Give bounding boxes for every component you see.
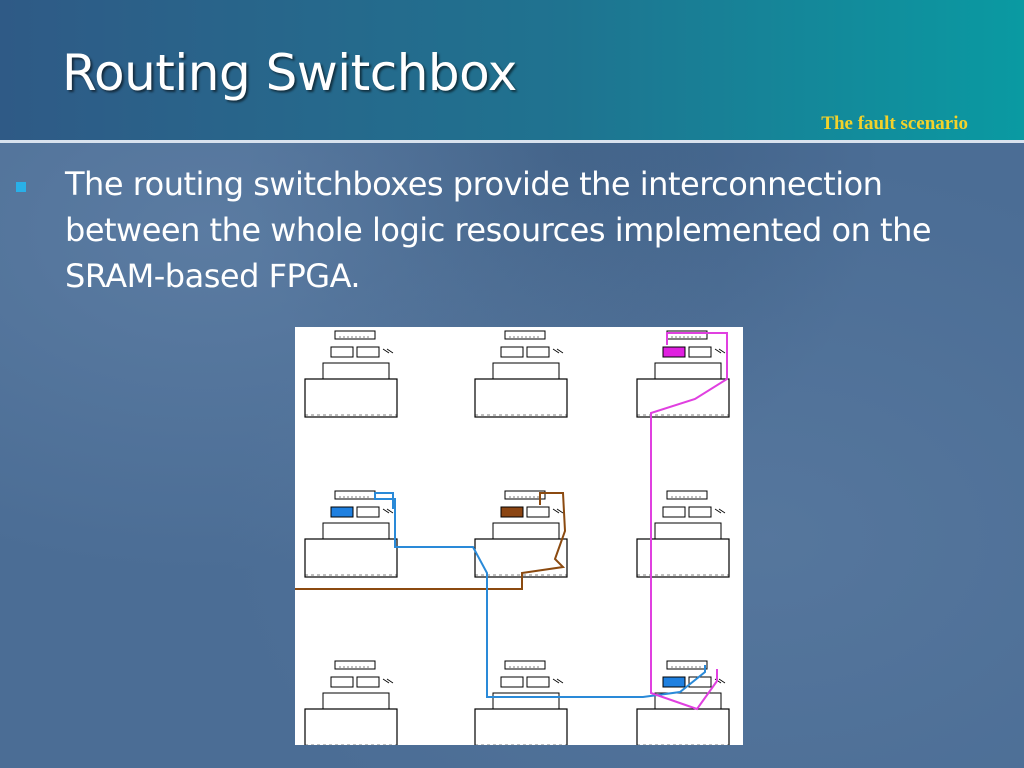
connection-block-0-0-a — [330, 346, 354, 358]
connection-block-2-1-b — [526, 676, 550, 688]
connection-block-1-1-b — [526, 506, 550, 518]
connection-block-2-2-a — [662, 676, 686, 688]
switchbox-diagram-svg — [295, 330, 730, 745]
routing-bar-2-1 — [504, 660, 546, 670]
header-divider — [0, 140, 1024, 143]
routing-bar-1-0 — [334, 490, 376, 500]
magenta-route-path — [650, 332, 728, 711]
routing-bar-2-2 — [666, 660, 708, 670]
logic-block-0-0 — [304, 378, 398, 418]
logic-block-0-1 — [474, 378, 568, 418]
connection-block-2-1-a — [500, 676, 524, 688]
connection-block-0-2-a — [662, 346, 686, 358]
connection-block-0-1-a — [500, 346, 524, 358]
routing-bar-1-2 — [666, 490, 708, 500]
brown-fault-path — [295, 492, 567, 590]
switchbox-grid — [304, 330, 730, 745]
bullet-square-icon — [16, 182, 26, 192]
routing-paths — [295, 332, 728, 711]
routing-bar-0-0 — [334, 330, 376, 340]
switchbox-1-2 — [654, 522, 722, 540]
slide-subtitle: The fault scenario — [821, 113, 968, 134]
slide-title: Routing Switchbox — [62, 44, 517, 102]
blue-route-path — [374, 492, 706, 698]
logic-block-2-0 — [304, 708, 398, 745]
switchbox-0-1 — [492, 362, 560, 380]
connection-block-0-0-b — [356, 346, 380, 358]
connection-block-1-0-b — [356, 506, 380, 518]
header-bar — [0, 0, 1024, 140]
switchbox-0-2 — [654, 362, 722, 380]
connection-block-1-2-a — [662, 506, 686, 518]
logic-block-1-0 — [304, 538, 398, 578]
routing-bar-0-1 — [504, 330, 546, 340]
connection-block-0-1-b — [526, 346, 550, 358]
connection-block-2-0-b — [356, 676, 380, 688]
switchbox-diagram — [295, 327, 743, 745]
connection-block-1-2-b — [688, 506, 712, 518]
logic-block-1-2 — [636, 538, 730, 578]
routing-bar-2-0 — [334, 660, 376, 670]
logic-block-2-1 — [474, 708, 568, 745]
switchbox-1-0 — [322, 522, 390, 540]
switchbox-2-1 — [492, 692, 560, 710]
switchbox-2-0 — [322, 692, 390, 710]
logic-block-2-2 — [636, 708, 730, 745]
switchbox-1-1 — [492, 522, 560, 540]
connection-block-0-2-b — [688, 346, 712, 358]
routing-bar-1-1 — [504, 490, 546, 500]
bullet-text: The routing switchboxes provide the inte… — [65, 165, 932, 295]
logic-block-1-1 — [474, 538, 568, 578]
connection-block-2-0-a — [330, 676, 354, 688]
switchbox-0-0 — [322, 362, 390, 380]
logic-block-0-2 — [636, 378, 730, 418]
connection-block-1-0-a — [330, 506, 354, 518]
connection-block-1-1-a — [500, 506, 524, 518]
